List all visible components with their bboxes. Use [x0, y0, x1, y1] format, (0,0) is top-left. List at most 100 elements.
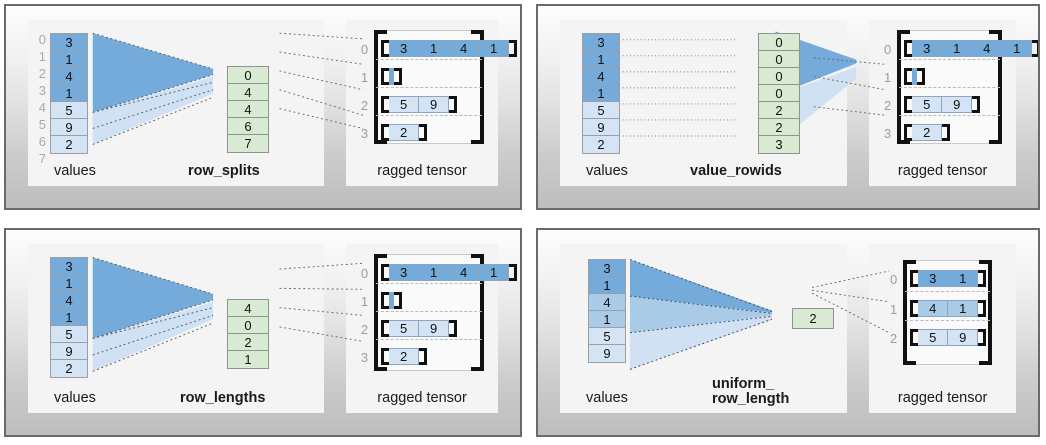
- row-open-bracket-icon: [381, 264, 390, 281]
- row-close-bracket-icon: [509, 40, 518, 57]
- tensor-label: ragged tensor: [377, 389, 467, 406]
- row-open-bracket-icon: [910, 270, 919, 287]
- tensor-row-index: 1: [360, 294, 369, 309]
- row-open-bracket-icon: [381, 96, 390, 113]
- fan-connectors: [92, 32, 214, 145]
- table-row: 4 1: [910, 300, 987, 317]
- partition-cell: 4: [228, 300, 268, 317]
- tensor-connectors: [812, 270, 890, 334]
- partition-cell: 1: [228, 351, 268, 368]
- row-close-bracket-icon: [394, 68, 403, 85]
- partition-cell: 2: [228, 334, 268, 351]
- fan-connectors: [92, 257, 214, 372]
- values-label: values: [54, 162, 96, 179]
- value-cell: 2: [51, 360, 87, 377]
- row-open-bracket-icon: [910, 329, 919, 346]
- table-row: [381, 292, 403, 309]
- value-cell: 5: [583, 102, 619, 119]
- partition-cell: 2: [793, 309, 833, 328]
- row-close-bracket-icon: [449, 320, 458, 337]
- partition-label: row_lengths: [180, 389, 266, 406]
- uniform-row-length-column: 2: [792, 308, 834, 329]
- row-close-bracket-icon: [978, 329, 987, 346]
- close-bracket-icon: [989, 30, 1002, 144]
- row-open-bracket-icon: [904, 68, 913, 85]
- partition-cell: 0: [228, 317, 268, 334]
- ragged-tensor-box: 0 1 2 3 3 1 4 1: [279, 244, 518, 413]
- value-cell: 1: [589, 311, 625, 328]
- row-close-bracket-icon: [978, 270, 987, 287]
- partition-cell: 0: [759, 85, 799, 102]
- row-splits-column: 0 4 4 6 7: [227, 66, 269, 153]
- tensor-label: ragged tensor: [377, 162, 467, 179]
- ragged-tensor: 0 1 2 3 1 4 1: [890, 260, 992, 365]
- value-rowids-column: 0 0 0 0 2 2 3: [758, 33, 800, 154]
- table-row: 5 9: [904, 96, 981, 113]
- partition-label: uniform_ row_length: [712, 375, 790, 407]
- value-cell: 1: [51, 275, 87, 292]
- partition-label: value_rowids: [690, 162, 782, 179]
- table-row: 3 1 4 1: [904, 40, 1038, 57]
- partition-cell: 2: [759, 119, 799, 136]
- tensor-row-index: 1: [890, 302, 898, 317]
- tensor-row-index: 2: [890, 331, 898, 346]
- ragged-tensor-box: 0 1 2 3 3 1 4 1: [814, 20, 1038, 186]
- row-open-bracket-icon: [381, 124, 390, 141]
- values-and-partition-box: 3 1 4 1 5 9 2 values uniform_ row_length: [560, 244, 848, 413]
- row-close-bracket-icon: [419, 124, 428, 141]
- row-close-bracket-icon: [972, 96, 981, 113]
- row-open-bracket-icon: [381, 348, 390, 365]
- row-open-bracket-icon: [381, 292, 390, 309]
- row-separator: [905, 291, 990, 292]
- partition-cell: 0: [759, 34, 799, 51]
- value-cell: 5: [51, 102, 87, 119]
- ragged-tensor: 0 1 2 3 3 1 4 1: [361, 254, 518, 371]
- value-cell: 1: [51, 309, 87, 326]
- partition-cell: 4: [228, 101, 268, 118]
- table-row: 5 9: [910, 329, 987, 346]
- table-row: [904, 68, 926, 85]
- tensor-stage: 0 1 2 3 3 1 4 1: [279, 20, 518, 152]
- value-cell: 5: [589, 328, 625, 345]
- values-stage: 3 1 4 1 5 9 2: [560, 244, 847, 379]
- tensor-row-index: 3: [360, 126, 369, 141]
- value-cell: 3: [51, 258, 87, 275]
- table-row: 2: [381, 124, 428, 141]
- partition-cell: 0: [759, 51, 799, 68]
- ragged-tensor-box: 0 1 2 3 1 4 1: [812, 244, 1016, 413]
- value-cell: 4: [583, 68, 619, 85]
- row-close-bracket-icon: [978, 300, 987, 317]
- values-label: values: [586, 389, 628, 406]
- panel-row-splits: 0 1 2 3 4 5 6 7 3 1 4 1 5: [4, 4, 522, 210]
- row-open-bracket-icon: [904, 40, 913, 57]
- row-separator: [899, 87, 1000, 88]
- values-stage: 3 1 4 1 5 9 2 0 0 0 0 2 2: [560, 20, 857, 154]
- table-row: 5 9: [381, 320, 458, 337]
- row-separator: [376, 283, 482, 284]
- value-cell: 1: [51, 51, 87, 68]
- ragged-tensor: 0 1 2 3 3 1 4 1: [884, 30, 1038, 144]
- value-cell: 3: [589, 260, 625, 277]
- row-lengths-column: 4 0 2 1: [227, 299, 269, 369]
- value-cell: 3: [51, 34, 87, 51]
- values-label: values: [54, 389, 96, 406]
- partition-cell: 2: [759, 102, 799, 119]
- value-cell: 9: [51, 343, 87, 360]
- row-separator: [376, 87, 482, 88]
- table-row: [381, 68, 403, 85]
- values-column: 3 1 4 1 5 9 2: [582, 33, 620, 154]
- row-separator: [899, 115, 1000, 116]
- values-and-partition-box: 3 1 4 1 5 9 2 4 0 2 1 values: [28, 244, 325, 413]
- value-cell: 1: [589, 277, 625, 294]
- row-close-bracket-icon: [942, 124, 951, 141]
- tensor-row-index: 2: [360, 98, 369, 113]
- partition-cell: 4: [228, 84, 268, 101]
- ragged-tensor-box: 0 1 2 3 3 1 4 1: [279, 20, 518, 186]
- tensor-stage: 0 1 2 3 3 1 4 1: [279, 244, 518, 379]
- table-row: 5 9: [381, 96, 458, 113]
- tensor-label: ragged tensor: [897, 162, 988, 179]
- row-open-bracket-icon: [910, 300, 919, 317]
- row-separator: [376, 339, 482, 340]
- value-cell: 4: [589, 294, 625, 311]
- value-cell: 5: [51, 326, 87, 343]
